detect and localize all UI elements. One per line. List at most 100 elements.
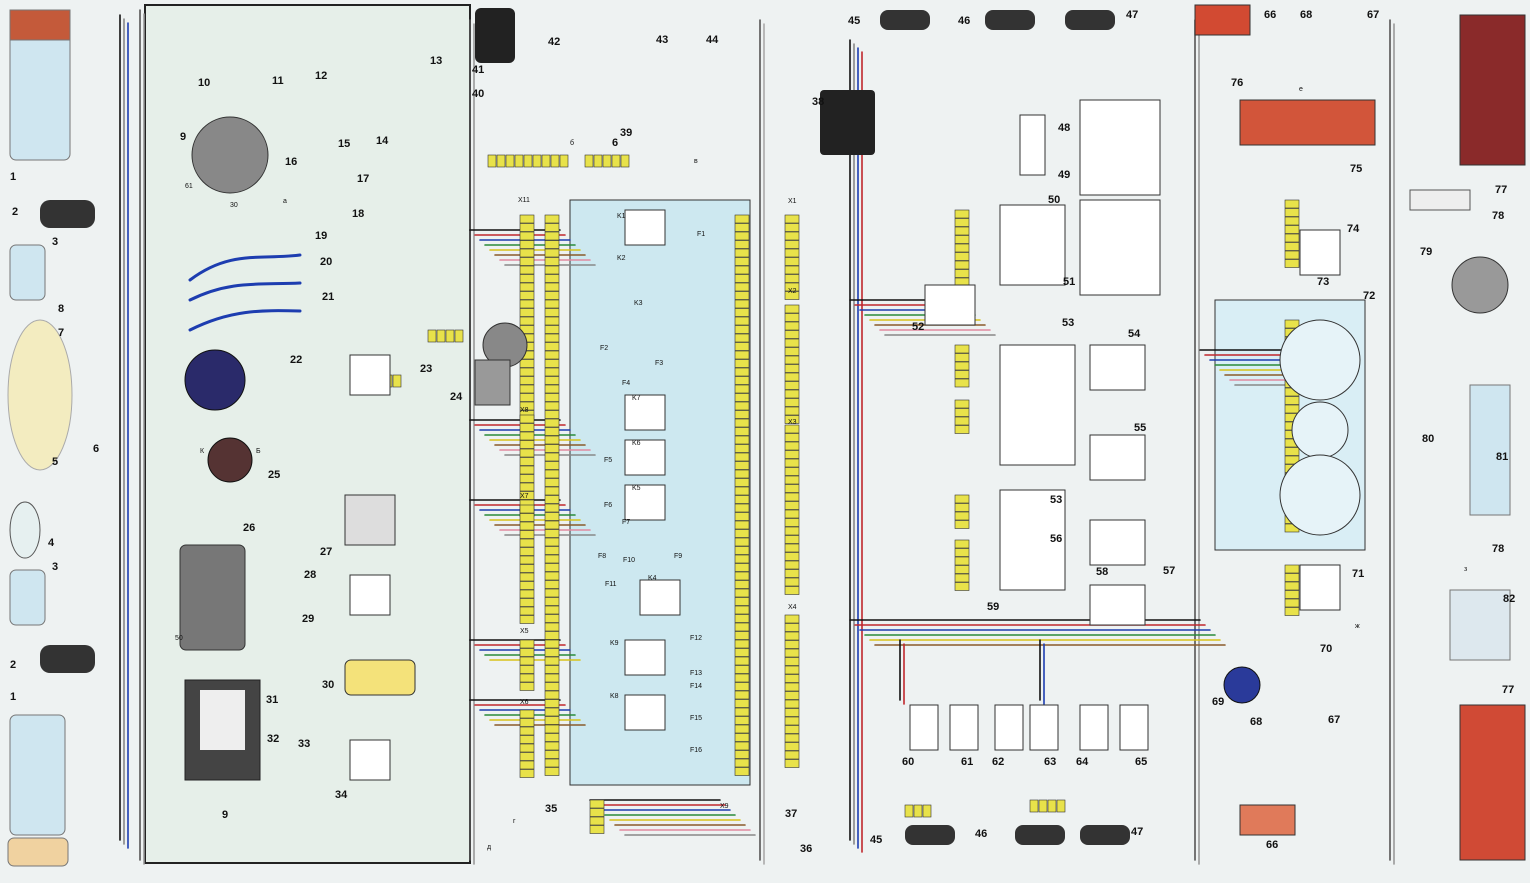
washer-motor — [40, 200, 95, 228]
connector-fuse-right-pins — [734, 308, 750, 317]
connector-71-pins — [1284, 564, 1300, 574]
connector-fuse-left-pins — [544, 588, 560, 598]
connector-fuse-left-pins — [544, 631, 560, 640]
ignition-wire — [188, 309, 302, 332]
connector-fuse-right-pins — [734, 639, 750, 649]
connector-fuse-left-pins — [544, 418, 560, 428]
connector-fuse-right-pins — [734, 673, 750, 683]
connector-x2-pins — [784, 381, 800, 390]
connector-fuse-left-pins — [544, 444, 560, 453]
connector-x2-pins — [784, 321, 800, 331]
connector-fuse-left-pins — [544, 223, 560, 232]
connector-x4-pins — [784, 665, 800, 675]
connector-fuse-left-pins — [544, 478, 560, 487]
relay-label-K9: K9 — [610, 640, 619, 647]
component-number-14: 14 — [376, 135, 389, 147]
connector-label-X6: X6 — [520, 699, 529, 706]
connector-x9-pins — [589, 825, 605, 834]
connector-block — [454, 329, 464, 343]
connector-fuse-left-pins — [544, 665, 560, 674]
connector-x3-pins — [784, 433, 800, 442]
component-number-37: 37 — [785, 808, 797, 820]
connector-59-pins — [954, 556, 970, 566]
connector-x2-pins — [784, 330, 800, 339]
connector-block — [611, 154, 621, 168]
fuse-label-F10: F10 — [623, 557, 635, 564]
terminal-label: 61 — [185, 183, 193, 190]
connector-block — [487, 154, 497, 168]
component-number-repeat: 66 — [1266, 839, 1278, 851]
component-number-26: 26 — [243, 522, 255, 534]
connector-fuse-left-pins — [544, 503, 560, 513]
component-number-76: 76 — [1231, 77, 1243, 89]
connector-block — [514, 154, 524, 168]
door-lock-switch — [909, 704, 939, 751]
connector-fuse-left-pins — [544, 690, 560, 700]
license-lamp — [1194, 4, 1251, 36]
connector-x1-pins — [784, 274, 800, 283]
components — [7, 4, 1526, 867]
connector-x3-pins — [784, 501, 800, 510]
connector-x5-pins — [519, 673, 535, 683]
switch-unit — [1019, 114, 1046, 176]
radiator-fan — [7, 319, 73, 471]
connector-x4-pins — [784, 716, 800, 726]
connector-fuse-right-pins — [734, 614, 750, 623]
fuse-label-F6: F6 — [604, 502, 612, 509]
switch-unit — [1299, 564, 1341, 611]
switch-unit — [924, 284, 976, 326]
taillamp-right-bottom — [1459, 704, 1526, 861]
connector-fuse-left-pins — [544, 758, 560, 768]
component-number-18: 18 — [352, 208, 364, 220]
component-number-16: 16 — [285, 156, 297, 168]
fuel-sender — [1449, 589, 1511, 661]
connector-74-pins — [1284, 199, 1300, 209]
connector-71-pins — [1284, 581, 1300, 591]
connector-x11-pins — [519, 376, 535, 385]
connector-54-pins — [954, 399, 970, 409]
connector-block — [436, 329, 446, 343]
connector-fuse-left-pins — [544, 240, 560, 249]
fuse-label-F5: F5 — [604, 457, 612, 464]
switch-unit — [1089, 344, 1146, 391]
connector-x8-pins — [519, 423, 535, 432]
connector-x3-pins — [784, 518, 800, 527]
connector-fuse-left-pins — [544, 461, 560, 470]
connector-72-pins — [1284, 319, 1300, 329]
component-number-49: 49 — [1058, 169, 1070, 181]
fuse-label-F12: F12 — [690, 635, 702, 642]
connector-label-X2: X2 — [788, 288, 797, 295]
component-number-57: 57 — [1163, 565, 1175, 577]
gauge — [1279, 454, 1361, 536]
connector-x8-pins — [519, 482, 535, 492]
connector-55-pins — [954, 494, 970, 504]
fuse-block-relay — [624, 639, 666, 676]
connector-x7-pins — [519, 521, 535, 531]
connector-x7-pins — [519, 606, 535, 616]
component-number-repeat: 67 — [1328, 714, 1340, 726]
connector-fuse-right-pins — [734, 699, 750, 708]
connector-fuse-right-pins — [734, 299, 750, 309]
connector-fuse-left-pins — [544, 767, 560, 776]
connector-fuse-right-pins — [734, 750, 750, 759]
connector-fuse-left-pins — [544, 469, 560, 479]
connector-x6-pins — [519, 743, 535, 753]
connector-fuse-right-pins — [734, 384, 750, 394]
headlamp — [9, 244, 46, 301]
light-switch — [344, 659, 416, 696]
connector-72-pins — [1284, 447, 1300, 456]
terminal-label: Б — [256, 448, 261, 455]
connector-block — [922, 804, 932, 818]
relay-label-K3: K3 — [634, 300, 643, 307]
fuse-label-F8: F8 — [598, 553, 606, 560]
connector-72-pins — [1284, 455, 1300, 465]
connector-74-pins — [1284, 242, 1300, 251]
headlamp — [9, 569, 46, 626]
component-number-59: 59 — [987, 601, 999, 613]
component-number-33: 33 — [298, 738, 310, 750]
connector-fuse-right-pins — [734, 682, 750, 691]
fuse-label-F14: F14 — [690, 683, 702, 690]
connector-x3-pins — [784, 509, 800, 519]
connector-fuse-right-pins — [734, 716, 750, 725]
